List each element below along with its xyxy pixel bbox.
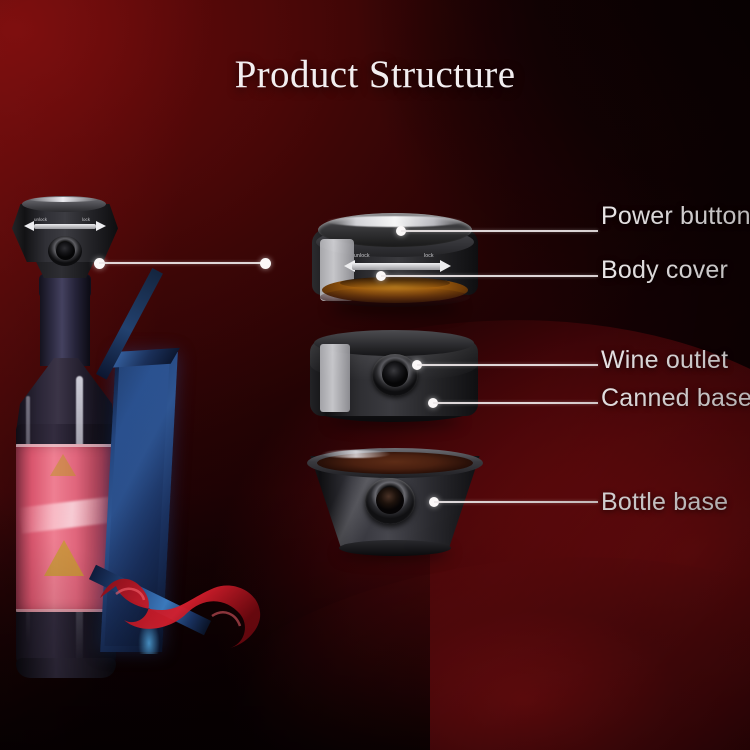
callout-label-wine-outlet: Wine outlet: [601, 346, 729, 374]
bottle-label-triangle-lower: [44, 540, 84, 576]
bottle-base-foot: [339, 540, 451, 556]
part-bottle-base: [305, 448, 485, 556]
body-cover-lower-lip: [320, 287, 470, 307]
bottle-bottom: [16, 658, 116, 678]
bottle-base-nozzle-inner: [376, 487, 404, 514]
bottle-label-triangle-upper: [50, 454, 76, 476]
part-canned-base: [310, 330, 478, 422]
aerator-unlock-text: unlock: [34, 217, 48, 222]
callout-line-assembly: [99, 262, 266, 264]
bottle-label-top-edge: [16, 444, 116, 447]
bottle-label-swash: [18, 496, 116, 534]
callout-label-bottle-base: Bottle base: [601, 488, 729, 516]
aerator-arrow-bar: [34, 224, 96, 229]
aerator-arrow-right-icon: [96, 221, 106, 231]
aerator-lock-text: lock: [82, 217, 91, 222]
callout-line-bottle-base: [434, 501, 598, 503]
callout-label-canned-base: Canned base: [601, 384, 750, 412]
aerator-rim-highlight: [28, 197, 98, 202]
callout-label-power-button: Power button: [601, 202, 750, 230]
bottle-neck: [40, 274, 90, 366]
bottle-base-rim-gloss: [321, 450, 391, 458]
callout-dot-assembly-end: [260, 258, 271, 269]
canned-base-side-strip: [320, 344, 350, 412]
callout-label-body-cover: Body cover: [601, 256, 729, 284]
aerator-outlet-port-inner: [56, 242, 75, 260]
part-body-cover: unlock lock: [312, 213, 478, 308]
body-cover-arrow-right-icon: [440, 260, 451, 272]
aerator-arrow-left-icon: [24, 221, 34, 231]
wine-outlet-port-inner: [382, 362, 408, 387]
wine-splash: [94, 540, 284, 660]
body-cover-lock-text: lock: [424, 253, 434, 259]
callout-line-body-cover: [381, 275, 598, 277]
body-cover-unlock-text: unlock: [354, 253, 370, 259]
body-cover-arrow-bar: [352, 263, 442, 270]
callout-line-canned-base: [433, 402, 598, 404]
callout-line-wine-outlet: [417, 364, 598, 366]
body-cover-rim-highlight: [326, 216, 464, 227]
callout-line-power-button: [401, 230, 598, 232]
page-title: Product Structure: [234, 53, 516, 96]
